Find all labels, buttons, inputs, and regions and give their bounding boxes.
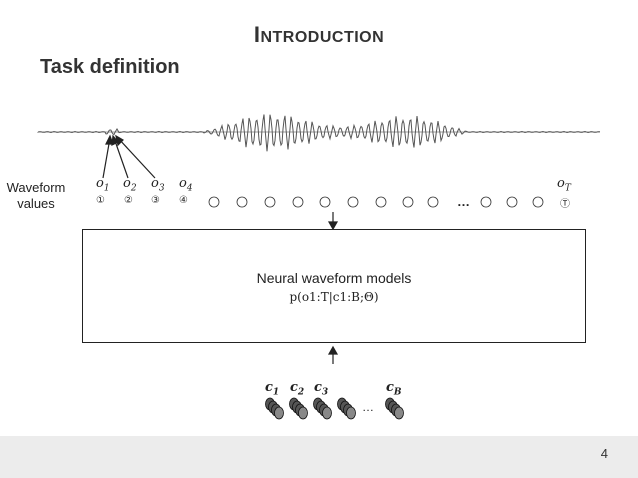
sample-circle — [375, 196, 387, 208]
condition-stacks — [265, 397, 404, 420]
cond-label-3: c3 — [314, 380, 329, 398]
subtitle: Task definition — [40, 56, 180, 78]
condition-stack — [337, 397, 356, 420]
cond-label-2: c2 — [290, 380, 305, 398]
sample-circle — [264, 196, 276, 208]
obs-label-2: o2 — [123, 176, 137, 194]
cond-ellipsis: … — [362, 400, 374, 414]
index-label-1: ① — [96, 195, 105, 206]
condition-stack — [385, 397, 404, 420]
condition-stack — [313, 397, 332, 420]
waveform-circles — [208, 196, 544, 208]
cond-label-last: cB — [386, 380, 402, 398]
condition-stack — [265, 397, 284, 420]
footer-bar: 4 — [0, 436, 638, 478]
neural-waveform-model-box: Neural waveform models p(o1:T|c1:B;Θ) — [82, 229, 586, 343]
sample-circle — [506, 196, 518, 208]
index-label-4: ④ — [179, 195, 188, 206]
sample-circle — [347, 196, 359, 208]
sample-circle — [319, 196, 331, 208]
page-number: 4 — [600, 446, 608, 461]
observation-arrows — [102, 134, 156, 179]
sample-circle — [480, 196, 492, 208]
sample-circle — [208, 196, 220, 208]
sample-circle — [236, 196, 248, 208]
obs-label-last: oT — [557, 176, 571, 194]
arrow-into-model — [327, 212, 339, 231]
obs-label-1: o1 — [96, 176, 110, 194]
slide-title: INTRODUCTION — [253, 22, 385, 47]
waveform-values-label: Waveform values — [6, 180, 66, 211]
model-title: Neural waveform models — [256, 270, 412, 286]
obs-label-4: o4 — [179, 176, 193, 194]
waveform-signal — [37, 114, 601, 152]
index-label-2: ② — [124, 195, 133, 206]
condition-stack — [289, 397, 308, 420]
obs-label-3: o3 — [151, 176, 165, 194]
sample-circle — [402, 196, 414, 208]
index-ellipsis: … — [457, 194, 470, 209]
cond-label-1: c1 — [265, 380, 280, 398]
sample-circle — [532, 196, 544, 208]
arrow-from-conditions — [327, 345, 339, 364]
index-label-last: Ⓣ — [560, 199, 570, 210]
sample-circle — [427, 196, 439, 208]
index-label-3: ③ — [151, 195, 160, 206]
model-formula: p(o1:T|c1:B;Θ) — [289, 290, 379, 304]
sample-circle — [292, 196, 304, 208]
